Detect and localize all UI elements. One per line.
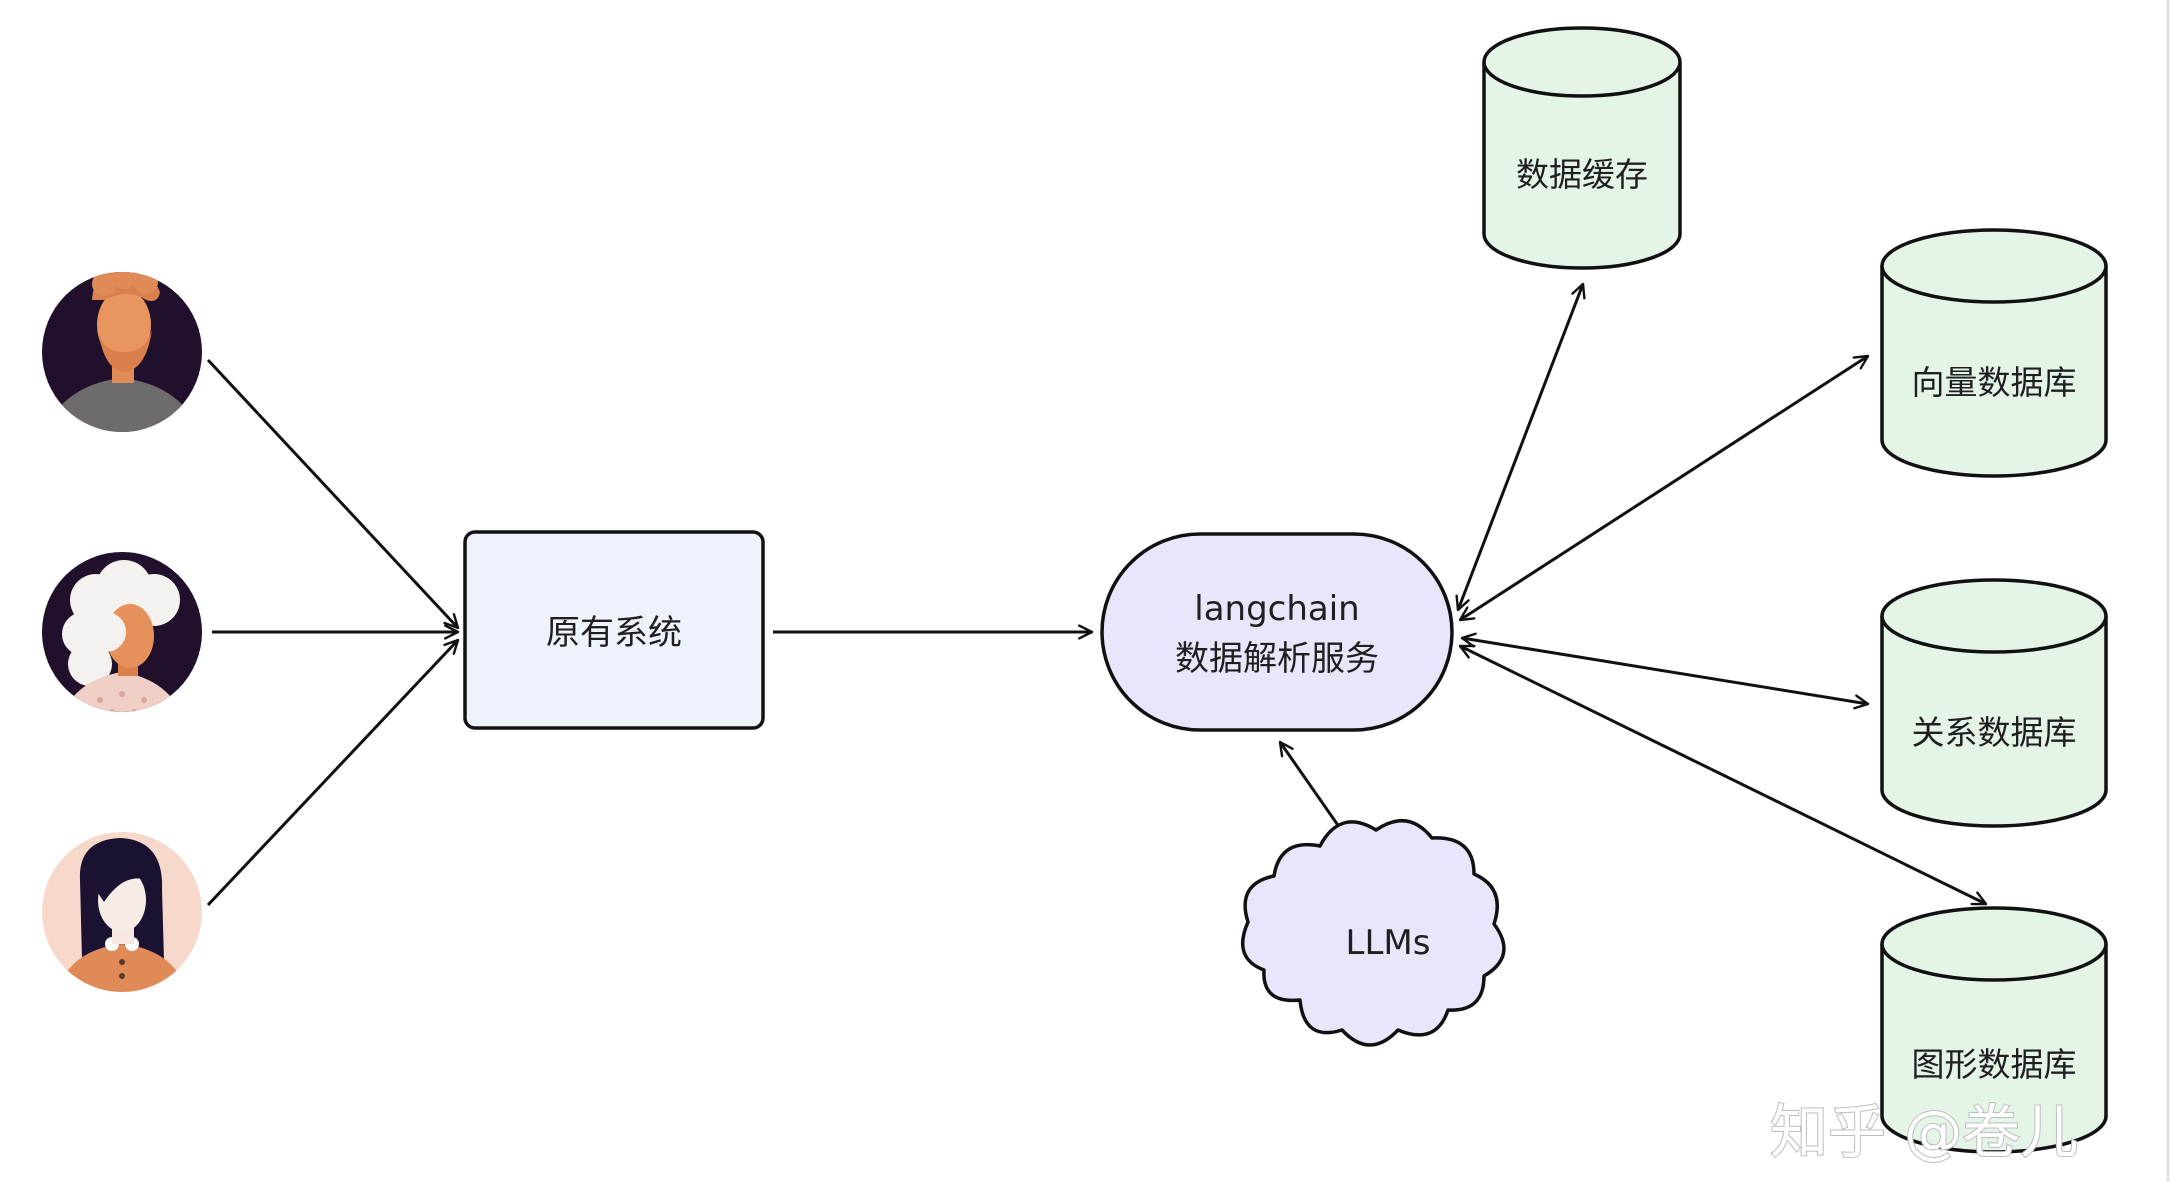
langchain-service-node: langchain 数据解析服务 <box>1100 532 1454 732</box>
user-avatar-elderly-woman-icon <box>42 552 202 712</box>
connector-service-data-cache <box>1455 282 1586 612</box>
legacy-system-node: 原有系统 <box>463 530 765 730</box>
user-avatar-woman-icon <box>42 832 202 992</box>
data-cache-label: 数据缓存 <box>1516 155 1648 194</box>
vector-db-label: 向量数据库 <box>1912 363 2077 402</box>
connector-service-graph-db <box>1458 644 1988 906</box>
connector-service-vector-db <box>1458 354 1870 622</box>
graph-db-node: 图形数据库 <box>1880 906 2108 1154</box>
data-cache-db-node: 数据缓存 <box>1482 26 1682 270</box>
connector-user3-to-system <box>206 638 460 907</box>
llms-label: LLMs <box>1346 923 1431 963</box>
connector-service-relational-db <box>1460 632 1870 710</box>
watermark: 知乎 @卷儿 <box>1770 1098 2078 1166</box>
legacy-system-label: 原有系统 <box>546 613 682 653</box>
user-avatar-man-icon <box>42 272 202 432</box>
graph-db-label: 图形数据库 <box>1912 1045 2077 1084</box>
langchain-service-label-line2: 数据解析服务 <box>1175 639 1379 679</box>
relational-db-node: 关系数据库 <box>1880 578 2108 828</box>
langchain-service-label-line1: langchain <box>1194 589 1359 629</box>
llms-cloud-node: LLMs <box>1240 818 1506 1047</box>
relational-db-label: 关系数据库 <box>1912 713 2077 752</box>
vector-db-node: 向量数据库 <box>1880 228 2108 478</box>
connector-user1-to-system <box>206 358 460 630</box>
